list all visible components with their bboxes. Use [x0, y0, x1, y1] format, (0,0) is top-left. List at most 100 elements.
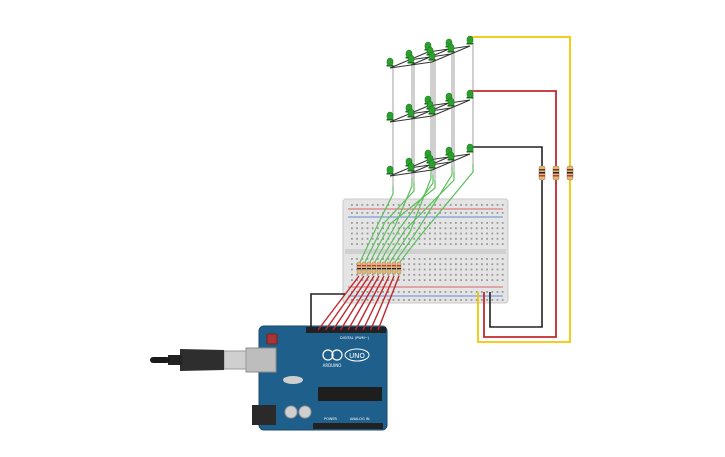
green-wire[interactable]	[374, 178, 413, 263]
breadboard-hole	[403, 263, 405, 266]
breadboard-hole	[491, 227, 494, 230]
breadboard-hole	[371, 279, 374, 281]
breadboard-hole	[465, 232, 468, 235]
led-rim	[447, 159, 455, 161]
layer-wire-black[interactable]	[470, 146, 543, 328]
led[interactable]	[386, 111, 394, 121]
led[interactable]	[386, 57, 394, 67]
breadboard-hole	[366, 279, 369, 281]
breadboard-hole	[460, 243, 462, 245]
resistor[interactable]	[391, 261, 397, 275]
led[interactable]	[407, 54, 415, 64]
red-wire[interactable]	[324, 275, 365, 331]
led[interactable]	[447, 97, 455, 107]
breadboard-hole	[434, 273, 436, 276]
red-wire[interactable]	[369, 275, 395, 331]
led[interactable]	[466, 35, 474, 45]
breadboard-hole	[418, 263, 421, 266]
green-wire-bundle[interactable]	[359, 164, 474, 263]
green-wire[interactable]	[384, 172, 455, 263]
breadboard-hole	[444, 212, 447, 214]
green-wire[interactable]	[394, 167, 453, 263]
layer-resistor-2[interactable]	[552, 165, 560, 181]
layer-wire-yellow[interactable]	[470, 36, 571, 343]
breadboard-hole	[465, 212, 468, 214]
layer-frame-wire	[431, 153, 471, 171]
red-wire[interactable]	[347, 275, 380, 331]
green-wire[interactable]	[379, 175, 434, 263]
led[interactable]	[466, 89, 474, 99]
breadboard-hole	[429, 258, 431, 260]
breadboard-hole	[460, 279, 462, 281]
breadboard-hole	[351, 299, 353, 301]
led[interactable]	[428, 159, 436, 169]
breadboard-hole	[444, 268, 447, 271]
led[interactable]	[447, 43, 455, 53]
led[interactable]	[407, 108, 415, 118]
resistor[interactable]	[361, 261, 367, 275]
ground-wire[interactable]	[310, 293, 345, 329]
green-wire[interactable]	[359, 186, 394, 263]
resistor[interactable]	[356, 261, 362, 275]
resistor[interactable]	[381, 261, 387, 275]
layer-wire-red[interactable]	[470, 90, 557, 338]
red-wire[interactable]	[362, 275, 390, 331]
breadboard-hole	[439, 258, 442, 260]
led[interactable]	[466, 143, 474, 153]
layer-resistor-1[interactable]	[538, 165, 546, 181]
breadboard-hole	[449, 237, 452, 240]
resistor[interactable]	[366, 261, 372, 275]
resistor[interactable]	[376, 261, 382, 275]
usb-cable-icon[interactable]	[150, 349, 247, 371]
breadboard-hole	[434, 243, 436, 245]
resistor-band	[397, 268, 401, 270]
resistor[interactable]	[396, 261, 402, 275]
breadboard-hole	[371, 299, 374, 301]
resistor-array[interactable]	[356, 261, 402, 275]
breadboard-hole	[429, 263, 431, 266]
breadboard-hole	[361, 273, 364, 276]
breadboard-hole	[429, 291, 431, 293]
breadboard-hole	[382, 258, 384, 260]
breadboard-hole	[382, 291, 384, 293]
arduino-board[interactable]: UNO ARDUINO DIGITAL (PWM~) POWER ANALOG …	[245, 325, 388, 431]
led-cube[interactable]	[386, 35, 474, 175]
reset-button-icon[interactable]	[266, 333, 278, 345]
band	[539, 175, 545, 177]
breadboard-hole	[366, 258, 369, 260]
led[interactable]	[407, 162, 415, 172]
red-wire-bundle[interactable]	[317, 275, 400, 331]
breadboard-hole	[351, 243, 353, 245]
breadboard-hole	[449, 212, 452, 214]
dc-jack-icon[interactable]	[252, 405, 276, 425]
led[interactable]	[428, 105, 436, 115]
red-wire[interactable]	[377, 275, 400, 331]
breadboard-hole	[501, 263, 504, 266]
led-body	[386, 111, 394, 121]
layer-wires[interactable]	[470, 36, 574, 343]
breadboard-hole	[382, 237, 384, 240]
red-wire[interactable]	[332, 275, 370, 331]
layer-resistor-3[interactable]	[566, 165, 574, 181]
resistor[interactable]	[371, 261, 377, 275]
red-wire[interactable]	[354, 275, 385, 331]
green-wire[interactable]	[364, 183, 415, 263]
green-wire[interactable]	[369, 180, 436, 263]
led[interactable]	[447, 151, 455, 161]
green-wire[interactable]	[399, 164, 474, 263]
breadboard-hole	[470, 232, 473, 235]
breadboard-hole	[403, 291, 405, 293]
led[interactable]	[386, 165, 394, 175]
led[interactable]	[428, 51, 436, 61]
breadboard-hole	[434, 279, 436, 281]
red-wire[interactable]	[317, 275, 360, 331]
usb-port[interactable]	[245, 347, 277, 373]
red-wire[interactable]	[339, 275, 375, 331]
breadboard-hole	[439, 243, 442, 245]
breadboard-hole	[444, 291, 447, 293]
resistor[interactable]	[386, 261, 392, 275]
led-rim	[447, 51, 455, 53]
band	[539, 169, 545, 171]
breadboard-hole	[366, 291, 369, 293]
green-wire[interactable]	[389, 170, 432, 263]
